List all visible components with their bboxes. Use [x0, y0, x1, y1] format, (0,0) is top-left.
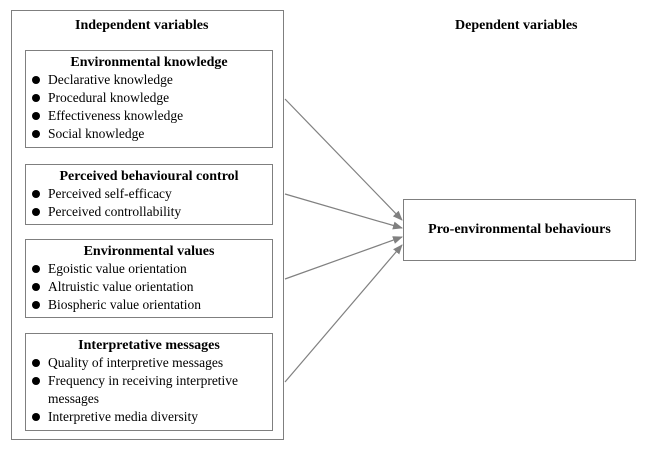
bullet-icon [32, 208, 40, 216]
arrow-perceived-behavioural-control [284, 193, 403, 230]
item-label: Frequency in receiving interpretive mess… [48, 373, 239, 406]
group-title: Environmental knowledge [70, 55, 228, 70]
list-item: Effectiveness knowledge [26, 107, 272, 125]
item-label: Procedural knowledge [48, 90, 170, 105]
group-title: Environmental values [83, 244, 215, 259]
item-label: Egoistic value orientation [48, 261, 187, 276]
item-label: Altruistic value orientation [48, 279, 194, 294]
list-item: Procedural knowledge [26, 89, 272, 107]
item-label: Perceived self-efficacy [48, 186, 172, 201]
list-item: Perceived self-efficacy [26, 185, 272, 203]
list-item: Declarative knowledge [26, 71, 272, 89]
item-label: Effectiveness knowledge [48, 108, 184, 123]
item-label: Biospheric value orientation [48, 297, 201, 312]
bullet-icon [32, 94, 40, 102]
list-item: Biospheric value orientation [26, 296, 272, 314]
list-item: Social knowledge [26, 125, 272, 143]
independent-variables-heading: Independent variables [75, 18, 209, 33]
independent-variables-frame [11, 10, 284, 440]
list-item: Egoistic value orientation [26, 260, 272, 278]
list-item: Interpretive media diversity [26, 408, 272, 426]
outcome-label: Pro-environmental behaviours [428, 222, 611, 237]
group-title: Perceived behavioural control [59, 169, 239, 184]
bullet-icon [32, 377, 40, 385]
group-box-perceived-behavioural-control: Perceived behavioural control Perceived … [25, 164, 273, 225]
outcome-box: Pro-environmental behaviours [403, 199, 636, 261]
bullet-icon [32, 190, 40, 198]
arrow-environmental-knowledge [284, 98, 403, 221]
bullet-icon [32, 112, 40, 120]
bullet-icon [32, 301, 40, 309]
list-item: Perceived controllability [26, 203, 272, 221]
dependent-variables-heading: Dependent variables [455, 18, 578, 33]
item-label: Social knowledge [48, 126, 145, 141]
arrow-interpretative-messages [284, 244, 403, 383]
item-label: Quality of interpretive messages [48, 355, 224, 370]
list-item: Frequency in receiving interpretive mess… [26, 372, 272, 408]
group-title: Interpretative messages [78, 338, 220, 353]
item-label: Interpretive media diversity [48, 409, 198, 424]
group-box-interpretative-messages: Interpretative messages Quality of inter… [25, 333, 273, 431]
bullet-icon [32, 265, 40, 273]
arrow-environmental-values [284, 236, 403, 280]
item-label: Perceived controllability [48, 204, 182, 219]
bullet-icon [32, 130, 40, 138]
bullet-icon [32, 283, 40, 291]
list-item: Quality of interpretive messages [26, 354, 272, 372]
list-item: Altruistic value orientation [26, 278, 272, 296]
bullet-icon [32, 76, 40, 84]
bullet-icon [32, 359, 40, 367]
group-box-environmental-values: Environmental values Egoistic value orie… [25, 239, 273, 318]
bullet-icon [32, 413, 40, 421]
item-label: Declarative knowledge [48, 72, 173, 87]
group-box-environmental-knowledge: Environmental knowledge Declarative know… [25, 50, 273, 148]
